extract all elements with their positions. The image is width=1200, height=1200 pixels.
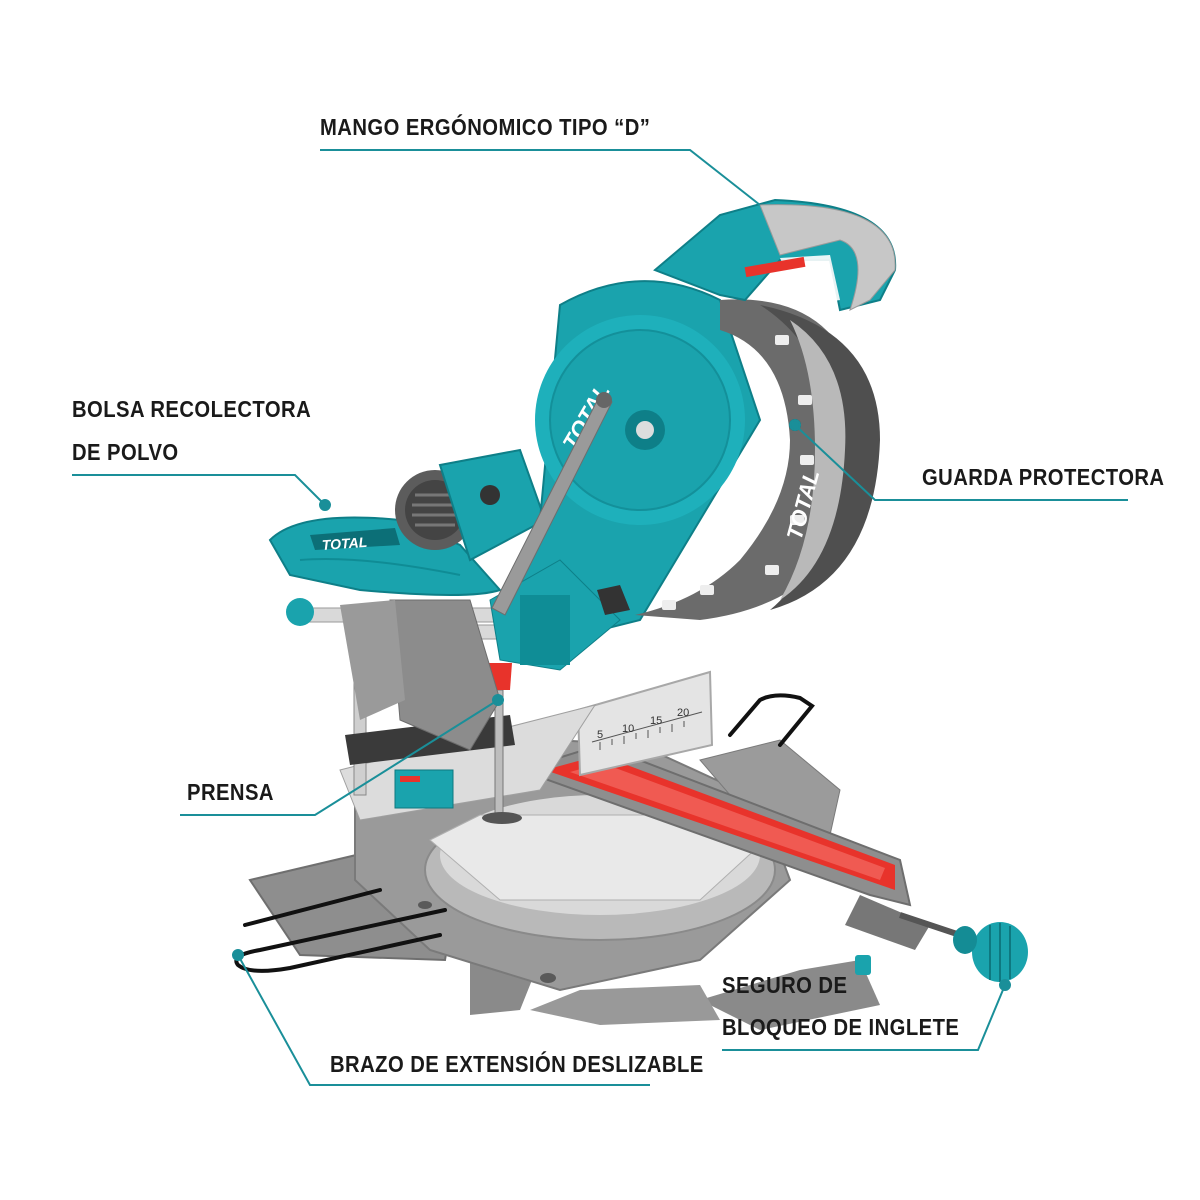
callout-guard: GUARDA PROTECTORA bbox=[922, 464, 1165, 490]
fence-scale-label: 5 bbox=[597, 729, 603, 741]
miter-arm bbox=[516, 743, 930, 950]
link-arm bbox=[491, 392, 613, 616]
leader-lines bbox=[72, 149, 1128, 1086]
dust-bag-logo: TOTAL bbox=[321, 534, 367, 553]
blade-guard bbox=[635, 299, 880, 620]
callout-dust-bag-line2: DE POLVO bbox=[72, 439, 179, 465]
fence-scale-label: 20 bbox=[677, 707, 689, 719]
callout-handle: MANGO ERGÓNOMICO TIPO “D” bbox=[320, 114, 651, 140]
callout-dust-bag-line1: BOLSA RECOLECTORA bbox=[72, 396, 312, 422]
fence-scale-label: 10 bbox=[622, 723, 634, 735]
callout-clamp: PRENSA bbox=[187, 779, 274, 805]
callout-miter-lock-line2: BLOQUEO DE INGLETE bbox=[722, 1014, 960, 1040]
miter-lock-handle bbox=[855, 912, 1028, 982]
blade-housing bbox=[489, 280, 762, 671]
dust-bag bbox=[268, 516, 502, 596]
fence-scale-label: 15 bbox=[650, 715, 662, 727]
extension-arm-wire bbox=[234, 693, 815, 973]
d-handle bbox=[653, 198, 897, 312]
callout-extension-arm: BRAZO DE EXTENSIÓN DESLIZABLE bbox=[330, 1051, 704, 1077]
fence-scale-labels: 5 10 15 20 bbox=[597, 707, 689, 741]
motor bbox=[395, 448, 547, 562]
callout-miter-lock-line1: SEGURO DE bbox=[722, 972, 848, 998]
